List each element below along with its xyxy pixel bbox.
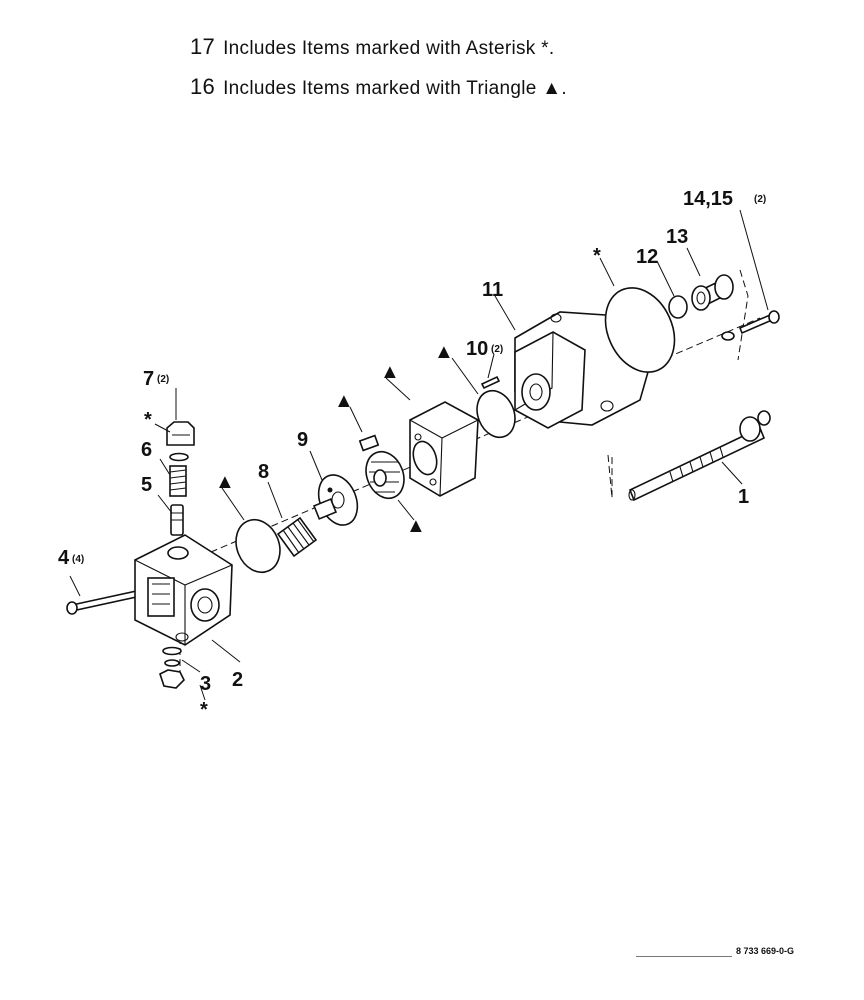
washer-part-15 [721, 331, 735, 341]
triangle-marker: ▲ [215, 471, 235, 493]
markers: ▲ ▲ ▲ ▲ ▲ * * * [144, 245, 601, 721]
triangle-symbol: ▲ [542, 78, 562, 99]
callout-14-15-qty: (2) [754, 194, 766, 205]
snap-ring-part-12 [668, 295, 688, 319]
seal-guide-line [737, 269, 749, 361]
asterisk-marker: * [200, 699, 208, 721]
drawing-number-rule [636, 956, 732, 957]
legend-asterisk-line: 17 Includes Items marked with Asterisk *. [190, 34, 554, 60]
triangle-marker: ▲ [406, 515, 426, 537]
pin-part-10 [480, 375, 501, 390]
plug-part-3 [159, 646, 185, 689]
screw-part-14 [738, 310, 780, 335]
cap-part-7 [166, 421, 195, 446]
triangle-marker: ▲ [380, 361, 400, 383]
callout-12: 12 [636, 246, 658, 268]
legend-end: . [561, 78, 567, 99]
piston-part-9 [312, 474, 359, 526]
o-ring-large-right [604, 287, 676, 373]
callout-9: 9 [297, 429, 308, 451]
o-ring-large-left [235, 518, 281, 574]
valve-body-part-2 [134, 534, 233, 646]
plunger-part-5 [170, 504, 184, 536]
bearing-part-13 [691, 274, 734, 311]
callout-4: 4 [58, 547, 70, 569]
asterisk-marker: * [593, 245, 601, 267]
callout-5: 5 [141, 474, 152, 496]
triangle-marker: ▲ [334, 390, 354, 412]
gear-rotor [365, 450, 405, 500]
asterisk-symbol: * [541, 38, 549, 59]
legend-item-number: 17 [190, 34, 216, 59]
shaft-part-1 [628, 410, 771, 502]
legend-item-number: 16 [190, 74, 216, 99]
callout-7: 7 [143, 368, 154, 390]
leader-lines [69, 209, 769, 701]
callout-3: 3 [200, 673, 211, 695]
callout-10-qty: (2) [491, 344, 503, 355]
callout-2: 2 [232, 669, 243, 691]
callout-11: 11 [482, 279, 503, 301]
triangle-marker: ▲ [434, 341, 454, 363]
callout-6: 6 [141, 439, 152, 461]
callout-7-qty: (2) [157, 374, 169, 385]
legend-triangle-line: 16 Includes Items marked with Triangle ▲. [190, 74, 567, 100]
callout-4-qty: (4) [72, 554, 84, 565]
spring-part-6 [169, 465, 187, 497]
callout-labels: 1 2 3 4 (4) 5 6 7 (2) 8 9 10 (2) 11 12 1… [58, 188, 766, 695]
legend-text: Includes Items marked with Triangle [223, 78, 537, 99]
key-small [358, 434, 380, 452]
o-ring-middle [476, 389, 516, 439]
o-ring-small [169, 452, 189, 462]
callout-10: 10 [466, 338, 488, 360]
spring-part-8 [276, 516, 318, 558]
callout-14-15: 14,15 [683, 188, 733, 210]
shaft-guide-line [607, 454, 613, 499]
drawing-number: 8 733 669-0-G [736, 946, 795, 956]
callout-1: 1 [738, 486, 749, 508]
asterisk-marker: * [144, 409, 152, 431]
housing-plate [409, 401, 479, 497]
callout-8: 8 [258, 461, 269, 483]
legend-text: Includes Items marked with Asterisk [223, 38, 536, 59]
callout-13: 13 [666, 226, 688, 248]
legend-end: . [548, 38, 555, 59]
